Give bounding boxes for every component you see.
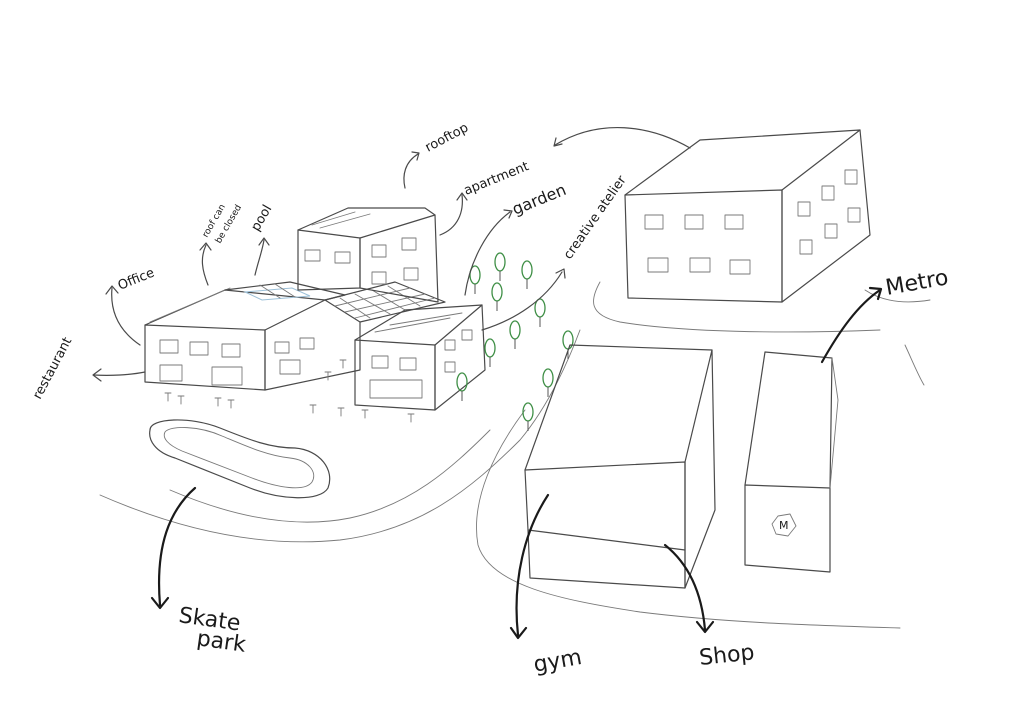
label-restaurant: restaurant bbox=[30, 335, 75, 402]
tree bbox=[509, 320, 521, 349]
tree bbox=[469, 265, 481, 294]
road-right-curve bbox=[476, 409, 901, 629]
road-far-2 bbox=[904, 344, 925, 386]
tree bbox=[534, 298, 546, 327]
pool-roof bbox=[224, 281, 346, 301]
label-gym: gym bbox=[532, 645, 584, 678]
apartment-building bbox=[297, 207, 439, 303]
label-apartment: apartment bbox=[462, 159, 531, 199]
road-right-upper bbox=[593, 281, 881, 333]
skate-park-outer bbox=[149, 419, 331, 499]
label-garden: garden bbox=[509, 180, 568, 219]
metro-building bbox=[744, 351, 839, 573]
roads bbox=[99, 281, 931, 629]
cafe-tables bbox=[164, 359, 415, 423]
road-left-curve bbox=[99, 329, 581, 543]
label-pool: pool bbox=[248, 202, 275, 234]
label-rooftop: rooftop bbox=[423, 120, 471, 155]
tree bbox=[494, 252, 506, 281]
label-metro: Metro bbox=[884, 265, 951, 301]
metro-sign-letter: M bbox=[779, 519, 789, 532]
tree bbox=[522, 402, 534, 431]
label-park: park bbox=[195, 626, 247, 658]
tree bbox=[521, 260, 533, 289]
metro-sign-icon bbox=[771, 513, 797, 537]
skate-park-inner bbox=[163, 427, 315, 489]
glass-canopy bbox=[324, 281, 446, 323]
tree bbox=[542, 368, 554, 397]
gym-shop-building bbox=[524, 344, 716, 589]
tree bbox=[484, 338, 496, 367]
label-office: Office bbox=[116, 266, 157, 294]
road-far bbox=[864, 289, 931, 303]
tree bbox=[491, 282, 503, 311]
label-creative-atelier: creative atelier bbox=[561, 173, 630, 263]
road-left-inner bbox=[169, 429, 491, 523]
atelier-building bbox=[354, 304, 486, 411]
arrows bbox=[92, 126, 883, 640]
label-shop: Shop bbox=[698, 640, 756, 671]
tree bbox=[456, 372, 468, 401]
skate-park bbox=[149, 419, 331, 499]
garden-trees bbox=[456, 252, 574, 431]
far-building bbox=[624, 129, 871, 303]
